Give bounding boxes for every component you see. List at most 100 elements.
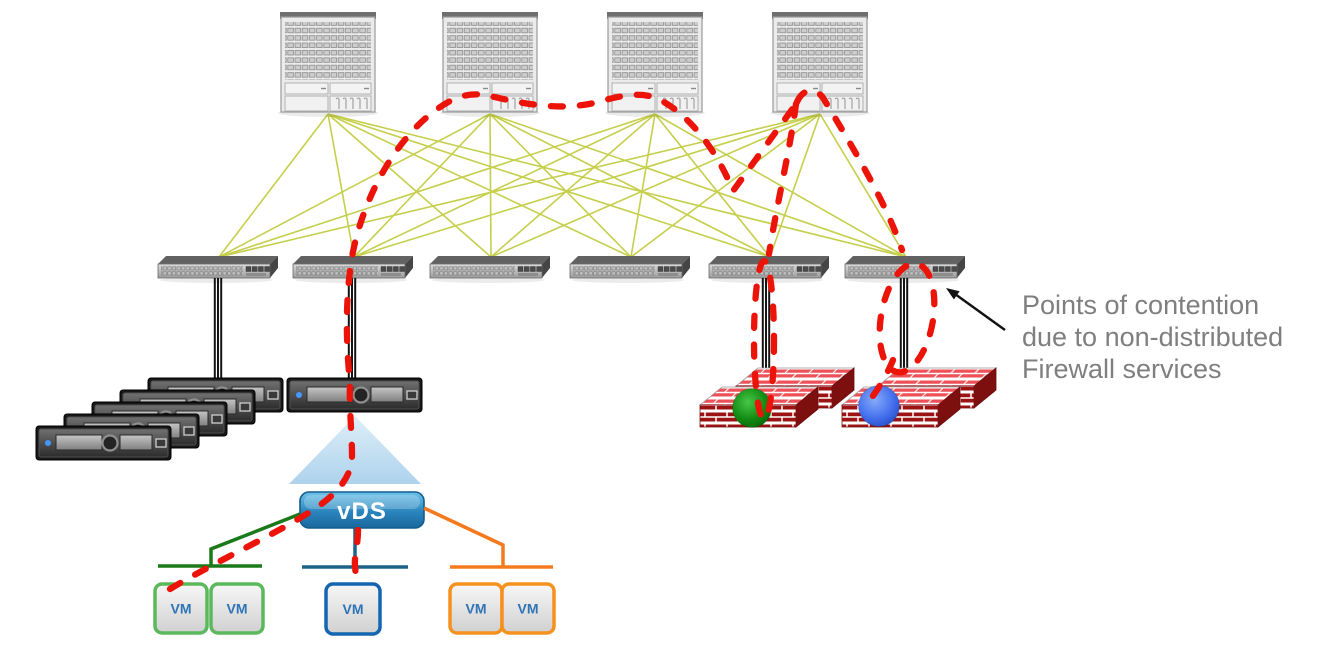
power-led bbox=[45, 440, 51, 446]
annotation-line-2: due to non-distributed bbox=[1022, 322, 1283, 352]
leaf-uplink-port bbox=[815, 266, 821, 272]
mesh-link bbox=[327, 113, 355, 258]
mesh-link bbox=[327, 113, 907, 258]
mesh-link bbox=[218, 113, 656, 258]
leaf-port-row bbox=[161, 266, 243, 276]
leaf-uplink-port bbox=[386, 266, 393, 272]
vm-node: VM bbox=[153, 582, 209, 635]
mesh-link bbox=[489, 113, 771, 258]
spine-port-grid bbox=[447, 22, 533, 80]
mesh-link bbox=[489, 113, 492, 258]
spine-fan-tray bbox=[821, 95, 864, 112]
leaf-uplink-port bbox=[670, 266, 676, 272]
mesh-link bbox=[769, 113, 821, 258]
traffic-path-segment bbox=[793, 87, 906, 254]
vm-box bbox=[209, 582, 265, 635]
mesh-link bbox=[327, 113, 632, 258]
mesh-link bbox=[490, 113, 656, 258]
mesh-link bbox=[353, 113, 491, 258]
leaf-switch-5 bbox=[708, 256, 829, 283]
leaf-uplink-port bbox=[264, 266, 270, 272]
leaf-port-row bbox=[848, 266, 930, 276]
mesh-link bbox=[218, 113, 491, 258]
firewall-traffic-path bbox=[166, 87, 938, 593]
firewall-green-sphere-icon bbox=[732, 388, 772, 428]
leaf-uplink-port bbox=[802, 266, 809, 272]
leaf-switch-3 bbox=[429, 256, 550, 283]
front-knob bbox=[352, 386, 370, 404]
firewall-blue bbox=[840, 367, 998, 428]
vm-node: VM bbox=[500, 582, 556, 635]
annotation-callout: Points of contention due to non-distribu… bbox=[946, 288, 1283, 384]
vm-label: VM bbox=[343, 601, 364, 617]
annotation-line-1: Points of contention bbox=[1022, 290, 1259, 320]
leaf-uplink-port bbox=[676, 266, 682, 272]
leaf-uplink-port bbox=[657, 266, 664, 272]
spine-switch-3 bbox=[605, 12, 705, 117]
port-group-orange-bus-line bbox=[423, 506, 553, 569]
leaf-uplink-port bbox=[796, 266, 803, 272]
leaf-uplink-port bbox=[536, 266, 542, 272]
mesh-link bbox=[489, 113, 632, 258]
mesh-link bbox=[327, 113, 771, 258]
annotation-line-3: Firewall services bbox=[1022, 354, 1222, 384]
mesh-link bbox=[489, 113, 907, 258]
leaf-uplink-port bbox=[530, 266, 536, 272]
mesh-link bbox=[353, 113, 821, 258]
traffic-path-segment bbox=[865, 356, 897, 405]
vm-label: VM bbox=[171, 601, 192, 617]
leaf-uplink-port bbox=[517, 266, 524, 272]
mesh-link bbox=[654, 113, 907, 258]
leaf-port-row bbox=[573, 266, 655, 276]
vm-node: VM bbox=[324, 582, 382, 636]
port-group-green-bus-line bbox=[158, 512, 301, 568]
vm-node: VM bbox=[448, 582, 504, 635]
spine-port-grid bbox=[612, 22, 698, 80]
hairpin-loop-firewall-blue bbox=[876, 260, 938, 376]
traffic-path-segment bbox=[166, 91, 800, 593]
leaf-port-row bbox=[712, 266, 794, 276]
front-knob bbox=[101, 434, 119, 452]
mesh-link bbox=[327, 113, 492, 258]
leaf-uplink-port bbox=[809, 266, 815, 272]
spine-switch-1 bbox=[278, 12, 378, 117]
mesh-link bbox=[218, 113, 329, 258]
spine-fan-tray bbox=[329, 95, 372, 112]
leaf-port-row bbox=[296, 266, 378, 276]
leaf-uplink-port bbox=[251, 266, 258, 272]
mesh-link bbox=[654, 113, 771, 258]
leaf-uplink-port bbox=[258, 266, 264, 272]
spine-leaf-mesh-links bbox=[218, 113, 907, 258]
vds-box bbox=[299, 491, 425, 529]
leaf-uplink-port bbox=[393, 266, 399, 272]
leaf-uplink-port bbox=[380, 266, 387, 272]
leaf-uplink-port bbox=[399, 266, 405, 272]
mesh-link bbox=[490, 113, 821, 258]
mesh-link bbox=[353, 113, 656, 258]
spine-port-grid bbox=[777, 22, 863, 80]
leaf-uplink-port bbox=[945, 266, 951, 272]
mesh-link bbox=[819, 113, 907, 258]
vm-label: VM bbox=[466, 601, 487, 617]
annotation-arrow-head bbox=[946, 288, 960, 300]
vds-label: vDS bbox=[337, 498, 387, 525]
leaf-uplink-port bbox=[523, 266, 530, 272]
firewall-green bbox=[698, 367, 856, 428]
leaf-uplink-port bbox=[951, 266, 957, 272]
rack-server-1 bbox=[35, 425, 172, 461]
spine-port-grid bbox=[285, 22, 371, 80]
leaf-uplink-port bbox=[938, 266, 945, 272]
vm-box bbox=[500, 582, 556, 635]
leaf-switch-4 bbox=[569, 256, 690, 283]
leaf-uplink-port bbox=[663, 266, 670, 272]
vm-label: VM bbox=[227, 601, 248, 617]
leaf-port-row bbox=[433, 266, 515, 276]
annotation-arrow-line bbox=[954, 293, 1006, 331]
vm-node: VM bbox=[209, 582, 265, 635]
vm-label: VM bbox=[518, 601, 539, 617]
traffic-path-segment bbox=[351, 526, 362, 588]
hairpin-loop-firewall-green bbox=[750, 257, 778, 423]
access-cables bbox=[213, 278, 909, 381]
leaf-uplink-port bbox=[245, 266, 252, 272]
